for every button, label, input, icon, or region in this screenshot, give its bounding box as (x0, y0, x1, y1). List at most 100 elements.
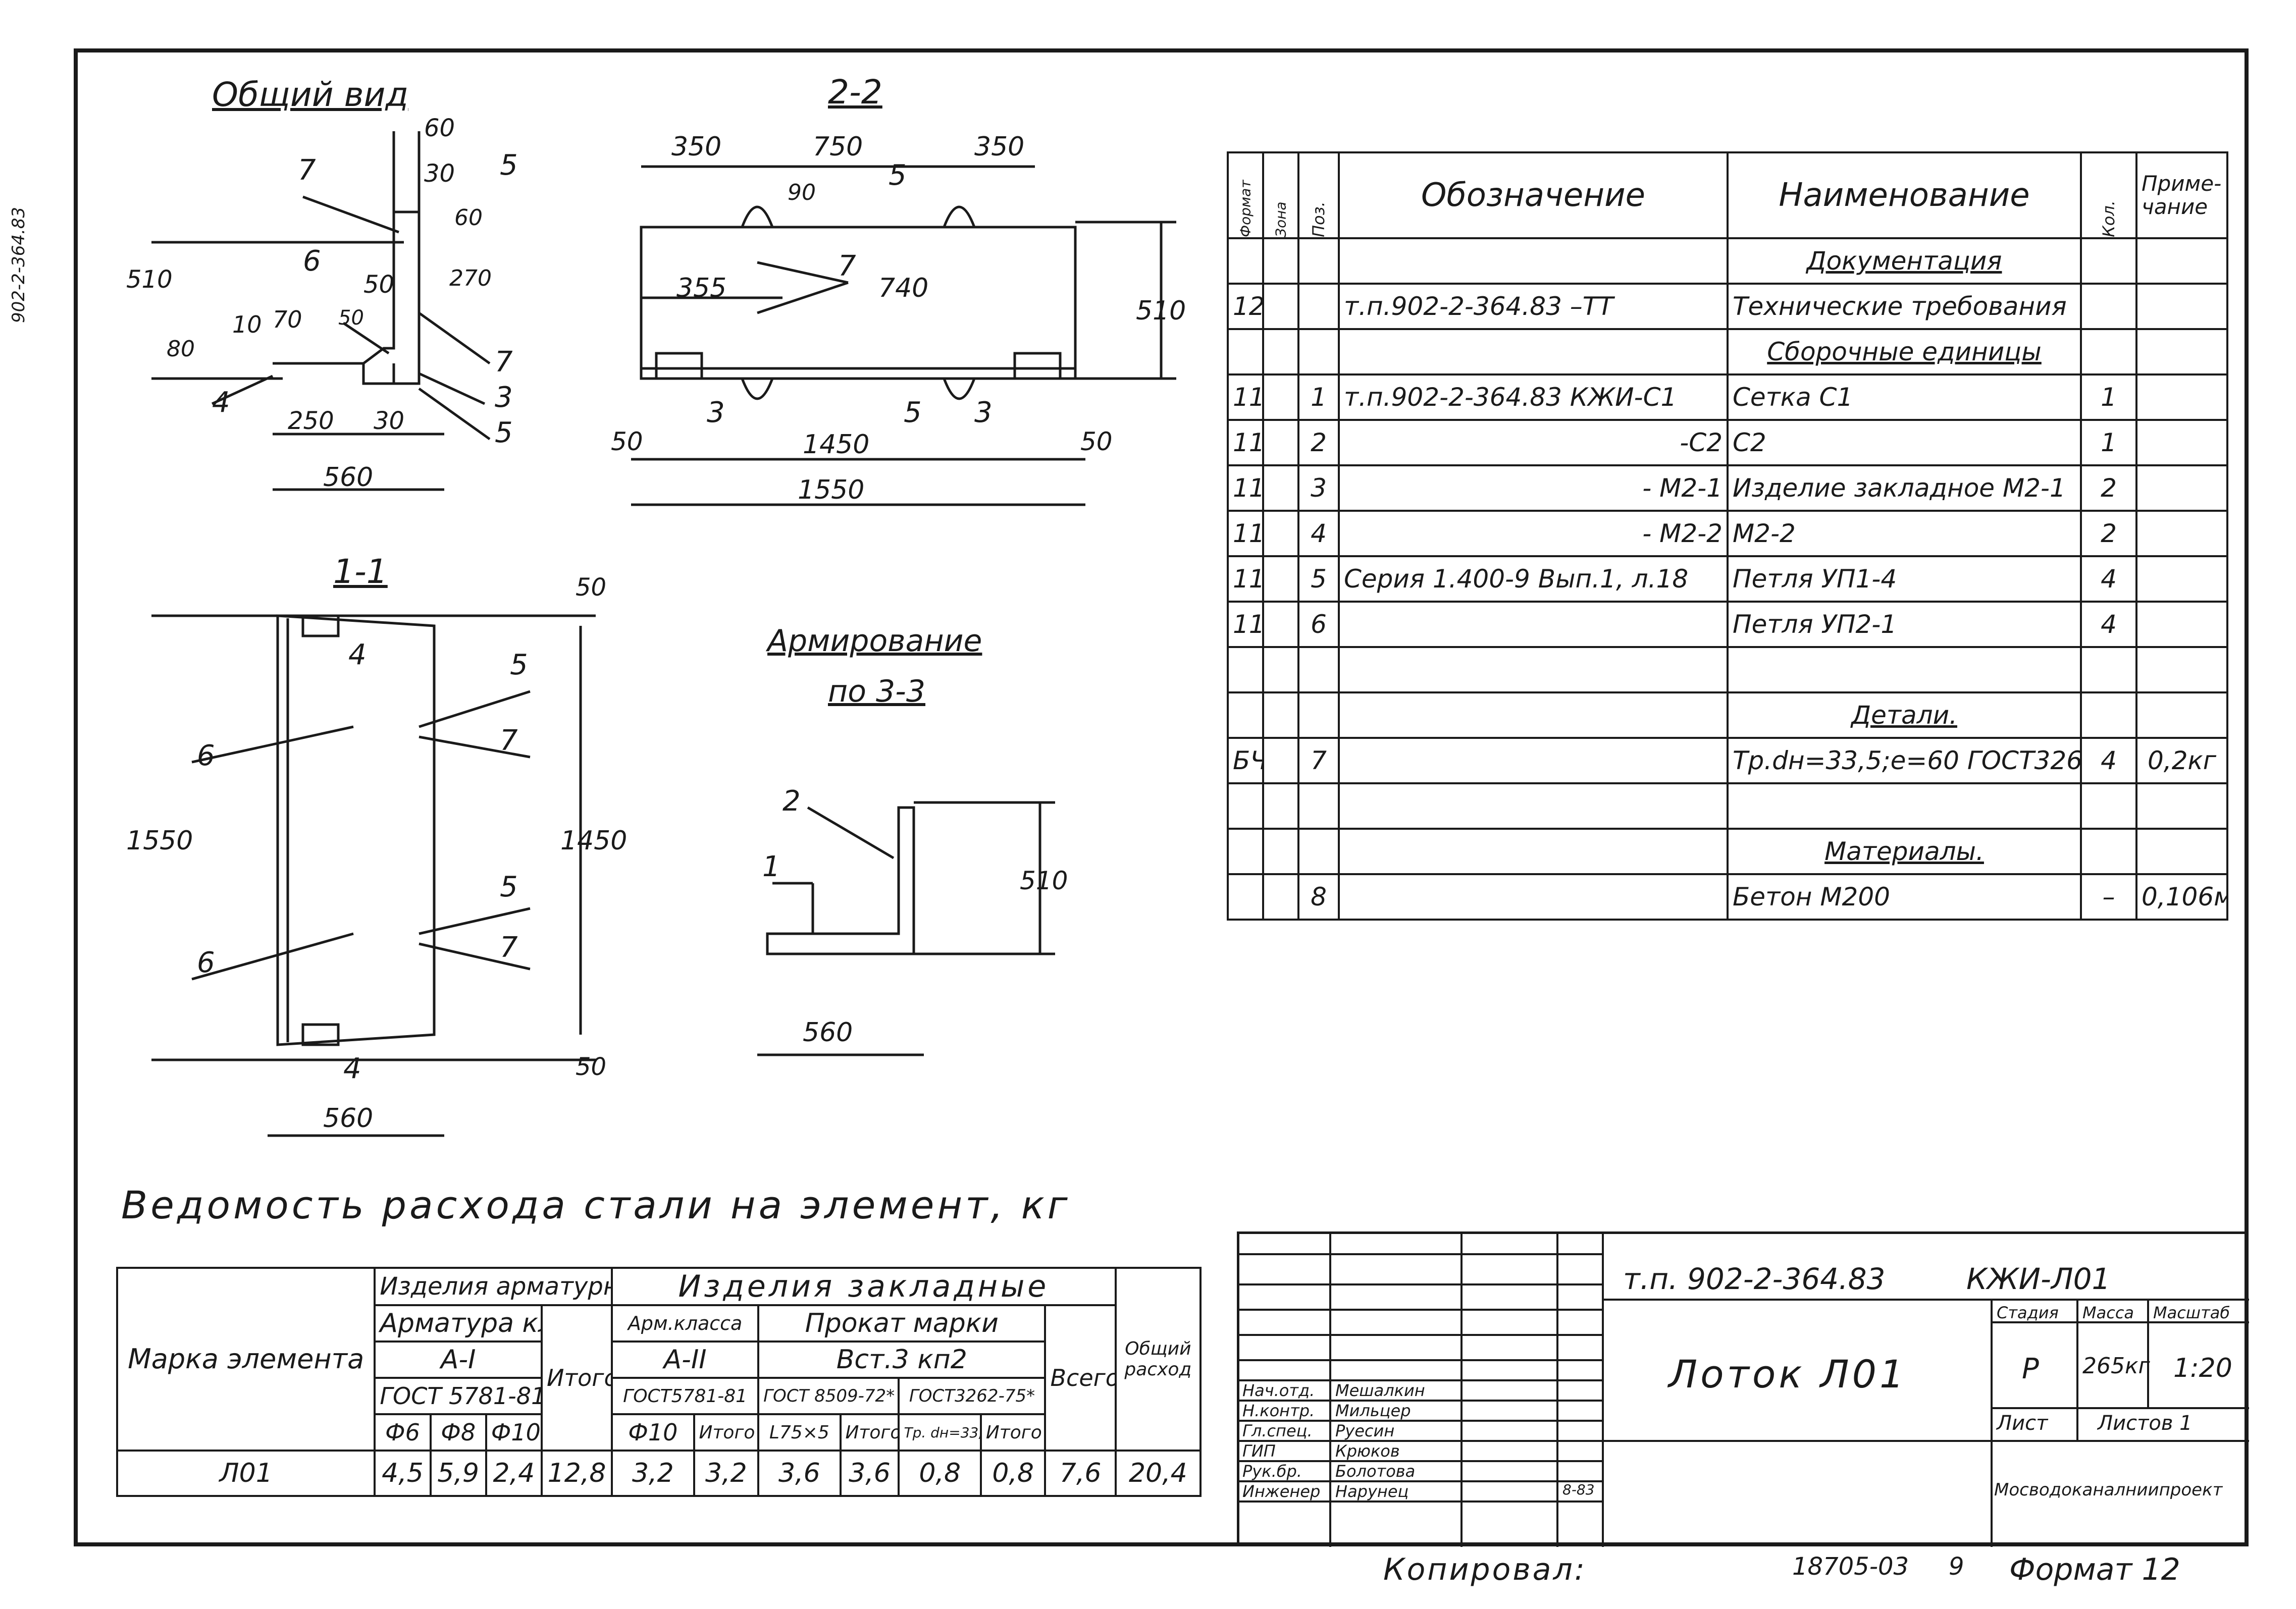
spec-row: Материалы. (1227, 828, 2228, 875)
spec-cell-zone (1262, 782, 1299, 830)
dim-label: 510 (126, 265, 173, 294)
spec-header-zone: Зона (1263, 152, 1298, 238)
steel-header-aii: А-II (611, 1340, 760, 1379)
pos-mark: 7 (298, 154, 316, 187)
pos-mark: 6 (197, 739, 215, 772)
steel-cell-value: 7,6 (1044, 1450, 1117, 1497)
spec-cell-note (2135, 782, 2228, 830)
spec-cell-designation (1338, 328, 1729, 376)
steel-header-tr: Тр. dн=33,5 (898, 1413, 982, 1452)
spec-cell-format: 11 (1227, 555, 1264, 603)
spec-cell-designation (1338, 828, 1729, 875)
spec-cell-note (2135, 555, 2228, 603)
spec-cell-qty (2080, 328, 2137, 376)
spec-cell-format (1227, 328, 1264, 376)
spec-row (1227, 782, 2228, 830)
dim-label: 350 (974, 132, 1025, 162)
pos-mark: 4 (343, 1052, 361, 1085)
spec-cell-designation: Серия 1.400-9 Вып.1, л.18 (1338, 555, 1729, 603)
stamp-person-name: Нарунец (1335, 1482, 1409, 1501)
spec-cell-pos: 2 (1297, 419, 1340, 466)
spec-cell-note (2135, 510, 2228, 557)
steel-cell-value: 3,6 (757, 1450, 842, 1497)
dim-label: 60 (454, 205, 483, 231)
spec-cell-name: М2-2 (1727, 510, 2082, 557)
steel-header-l75: L75×5 (757, 1413, 842, 1452)
steel-header-arm-class: Арматура класса (374, 1304, 543, 1343)
steel-cell-value: 3,6 (839, 1450, 900, 1497)
steel-header-itogo4: Итого (979, 1413, 1047, 1452)
steel-header-vst: Вст.3 кп2 (757, 1340, 1047, 1379)
spec-cell-pos: 1 (1297, 373, 1340, 421)
view-title-section-2-2: 2-2 (828, 73, 882, 112)
dim-label: 510 (1136, 296, 1186, 326)
spec-cell-name: Документация (1727, 237, 2082, 285)
spec-header-qty: Кол. (2081, 152, 2136, 238)
pos-mark: 7 (495, 346, 513, 379)
dim-label: 50 (576, 1053, 607, 1081)
spec-cell-pos: 8 (1297, 873, 1340, 921)
footer-doc-no: 18705-03 (1792, 1552, 1909, 1581)
steel-cell-value: 3,2 (693, 1450, 760, 1497)
stamp-mass-header: Масса (2082, 1303, 2134, 1322)
spec-cell-pos: 3 (1297, 464, 1340, 512)
steel-header-f6: Ф6 (374, 1413, 432, 1452)
spec-cell-note: 0,106м³ (2135, 873, 2228, 921)
margin-note: 902-2-364.83 (9, 206, 29, 323)
stamp-person-role: Рук.бр. (1242, 1462, 1302, 1481)
spec-cell-qty: 1 (2080, 419, 2137, 466)
footer-page: 9 (1949, 1552, 1964, 1581)
spec-cell-qty: 4 (2080, 737, 2137, 784)
spec-cell-designation: т.п.902-2-364.83 КЖИ-С1 (1338, 373, 1729, 421)
spec-cell-note (2135, 646, 2228, 693)
dim-label: 10 (232, 311, 262, 338)
spec-cell-designation: - М2-2 (1338, 510, 1729, 557)
spec-cell-name: Техническиe требования (1727, 283, 2082, 330)
spec-cell-pos: 5 (1297, 555, 1340, 603)
dim-label: 270 (449, 265, 492, 291)
stamp-person-role: ГИП (1242, 1441, 1276, 1461)
spec-cell-qty (2080, 283, 2137, 330)
footer-format: Формат 12 (2009, 1552, 2180, 1587)
spec-cell-format (1227, 873, 1264, 921)
spec-cell-format (1227, 691, 1264, 739)
stamp-sheet-code: КЖИ-Л01 (1966, 1262, 2111, 1296)
spec-cell-pos (1297, 328, 1340, 376)
spec-cell-note: 0,2кг (2135, 737, 2228, 784)
dim-label: 50 (611, 427, 643, 456)
spec-cell-format (1227, 782, 1264, 830)
pos-mark: 7 (500, 724, 518, 757)
spec-cell-designation (1338, 237, 1729, 285)
spec-header-format: Формат (1228, 152, 1263, 238)
dim-label: 30 (374, 407, 405, 435)
dim-label: 355 (676, 273, 727, 303)
spec-cell-format: 11 (1227, 373, 1264, 421)
spec-cell-zone (1262, 328, 1299, 376)
pos-mark: 5 (889, 159, 907, 192)
steel-cell-value: 4,5 (374, 1450, 432, 1497)
stamp-person-name: Руесин (1335, 1421, 1395, 1440)
spec-cell-name: Петля УП1-4 (1727, 555, 2082, 603)
steel-header-itogo2: Итого (693, 1413, 760, 1452)
spec-cell-format: 11 (1227, 419, 1264, 466)
dim-label: 60 (424, 114, 455, 142)
pos-mark: 7 (838, 250, 856, 283)
stamp-title: Лоток Л01 (1668, 1352, 1907, 1397)
spec-cell-zone (1262, 464, 1299, 512)
dim-label: 740 (878, 273, 929, 303)
spec-cell-zone (1262, 601, 1299, 648)
spec-cell-designation: т.п.902-2-364.83 –ТТ (1338, 283, 1729, 330)
spec-cell-format: БЧ (1227, 737, 1264, 784)
spec-cell-note (2135, 464, 2228, 512)
spec-header-note: Приме-чание (2135, 151, 2228, 239)
spec-cell-qty: 2 (2080, 510, 2137, 557)
spec-cell-designation: - М2-1 (1338, 464, 1729, 512)
spec-cell-name: Материалы. (1727, 828, 2082, 875)
stamp-person-name: Болотова (1335, 1462, 1416, 1481)
